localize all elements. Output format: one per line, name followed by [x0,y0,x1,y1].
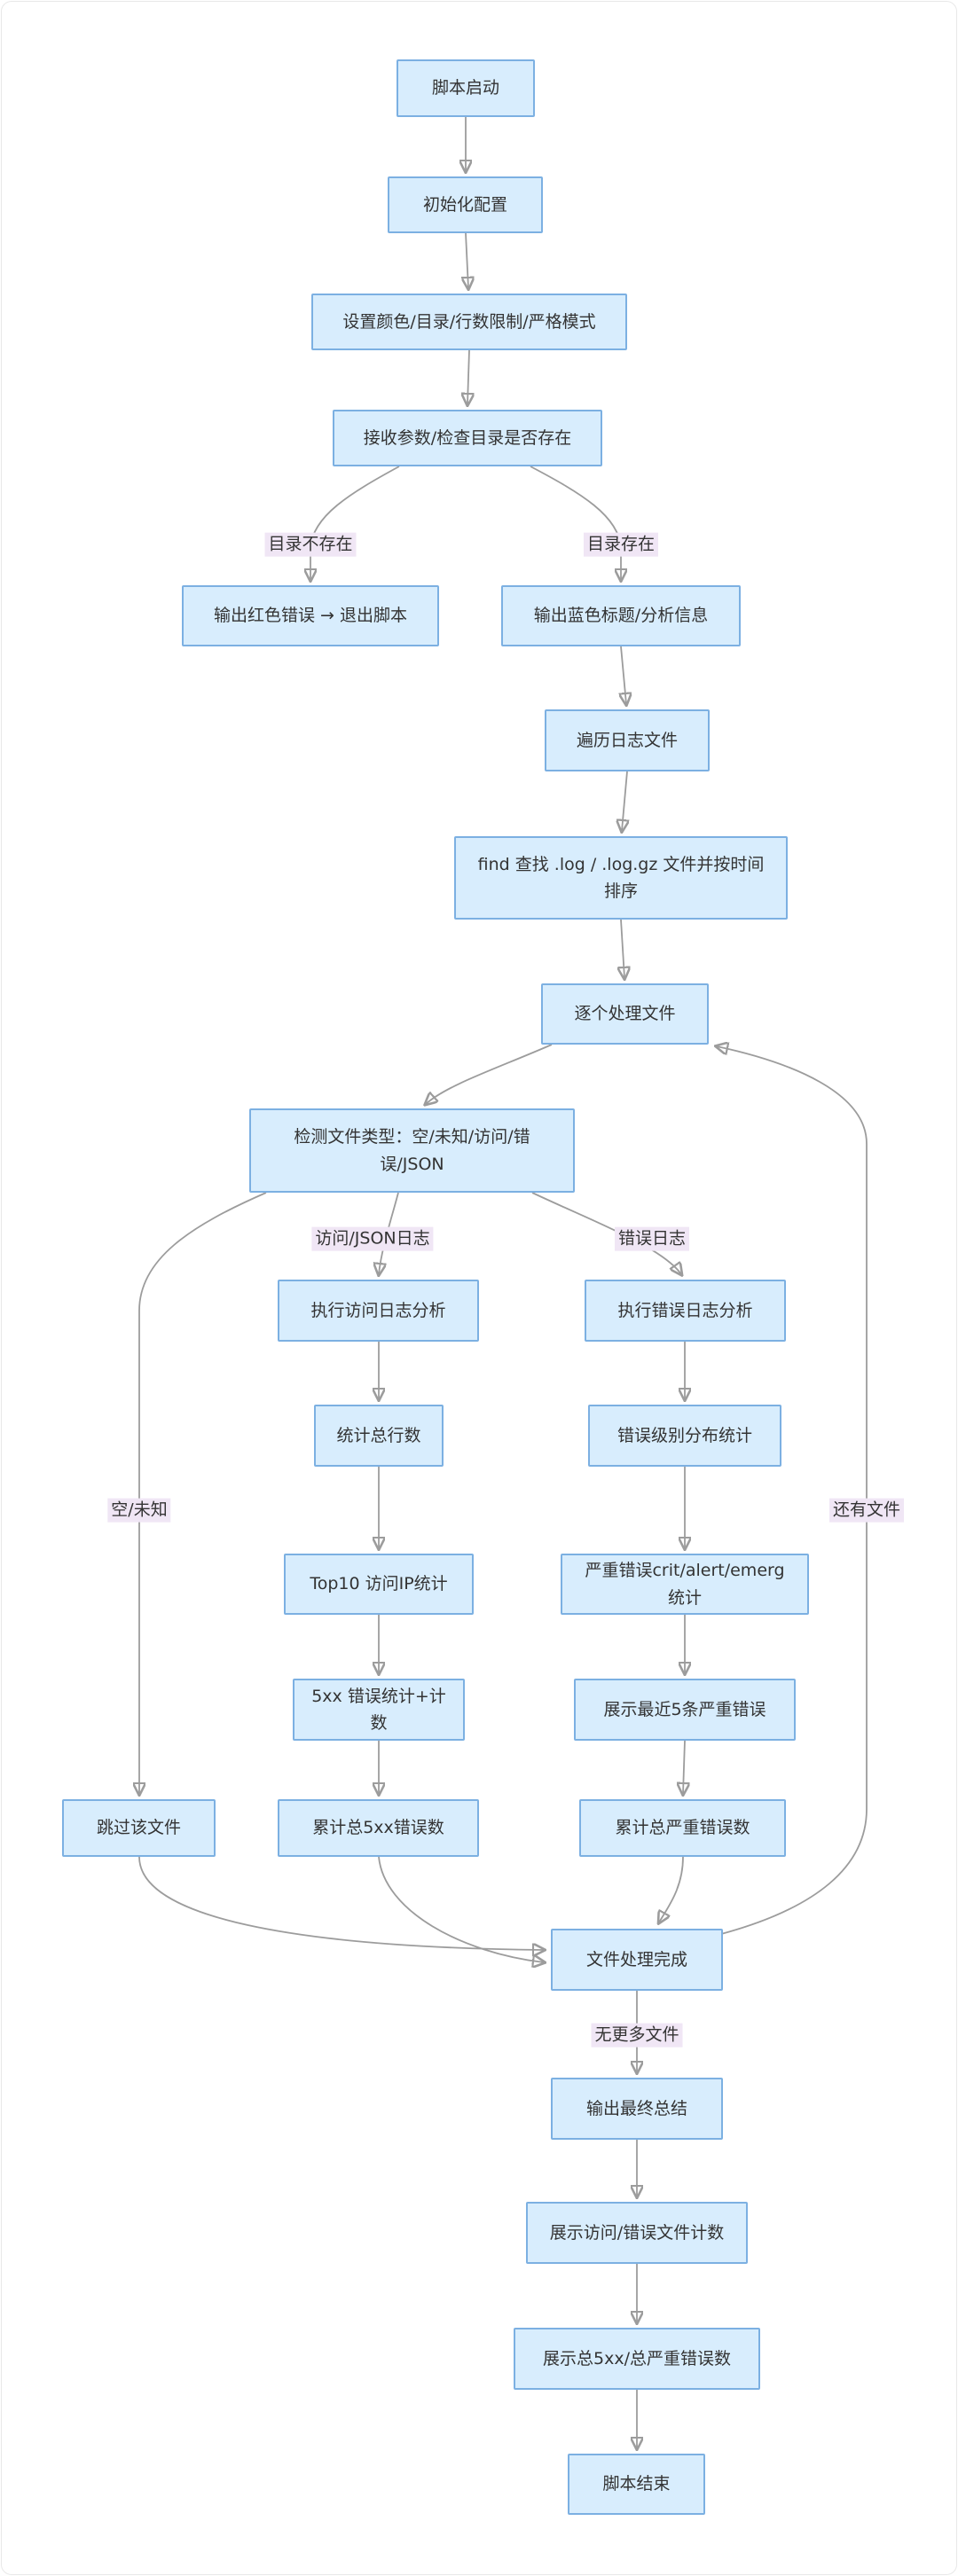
edge-label-dir-exist: 目录存在 [583,532,659,557]
edge-process-to-detect [426,1044,553,1104]
node-script-start: 脚本启动 [397,59,535,117]
edge-total5xx-to-filedone [378,1856,544,1962]
edge-skip-to-filedone [138,1856,544,1950]
node-setup-options: 设置颜色/目录/行数限制/严格模式 [311,294,627,350]
node-show-total-errors: 展示总5xx/总严重错误数 [514,2328,760,2390]
node-total-5xx-errors: 累计总5xx错误数 [278,1799,479,1857]
edge-checkargs-to-rederror [310,466,400,580]
node-red-error-exit: 输出红色错误 → 退出脚本 [182,585,439,646]
edge-find-to-process [621,919,624,978]
node-critical-error-stats: 严重错误crit/alert/emerg统计 [561,1554,809,1615]
node-error-level-distribution: 错误级别分布统计 [588,1405,781,1467]
node-find-files: find 查找 .log / .log.gz 文件并按时间排序 [454,836,788,920]
edge-label-error-log: 错误日志 [614,1226,690,1251]
node-error-log-analysis: 执行错误日志分析 [585,1280,786,1342]
node-final-summary: 输出最终总结 [551,2078,723,2140]
node-5xx-error-count: 5xx 错误统计+计数 [293,1679,465,1741]
node-detect-file-type: 检测文件类型：空/未知/访问/错误/JSON [249,1108,575,1193]
node-recent-critical-errors: 展示最近5条严重错误 [574,1679,796,1741]
edge-detect-skip-loop [139,1192,267,1794]
node-file-processing-done: 文件处理完成 [551,1929,723,1991]
node-access-log-analysis: 执行访问日志分析 [278,1280,479,1342]
edge-setup-to-checkargs [467,349,469,404]
edge-label-no-more-files: 无更多文件 [591,2023,683,2047]
node-show-file-counts: 展示访问/错误文件计数 [526,2202,748,2264]
edge-checkargs-to-bluetitle [530,466,621,580]
node-count-total-lines: 统计总行数 [314,1405,444,1467]
edge-label-access-json-log: 访问/JSON日志 [311,1226,434,1251]
node-blue-title: 输出蓝色标题/分析信息 [501,585,741,646]
node-init-config: 初始化配置 [388,176,543,233]
node-skip-file: 跳过该文件 [62,1799,216,1857]
edge-traverse-to-find [622,771,627,831]
node-process-each-file: 逐个处理文件 [541,983,709,1045]
edge-bluetitle-to-traverse [621,646,626,704]
edge-recent-to-totalcrit [683,1740,685,1794]
edge-init-to-setup [466,232,468,288]
edge-totalcrit-to-filedone [659,1856,684,1922]
node-check-args: 接收参数/检查目录是否存在 [333,410,602,466]
node-total-critical-errors: 累计总严重错误数 [579,1799,786,1857]
node-top10-ip-stats: Top10 访问IP统计 [284,1554,474,1615]
edge-label-dir-not-exist: 目录不存在 [264,532,357,557]
edge-filedone-loop-to-process [717,1046,868,1935]
edge-label-more-files: 还有文件 [828,1498,905,1523]
node-traverse-logs: 遍历日志文件 [545,709,710,771]
node-script-end: 脚本结束 [568,2454,705,2515]
edge-label-empty-unknown: 空/未知 [107,1498,171,1523]
